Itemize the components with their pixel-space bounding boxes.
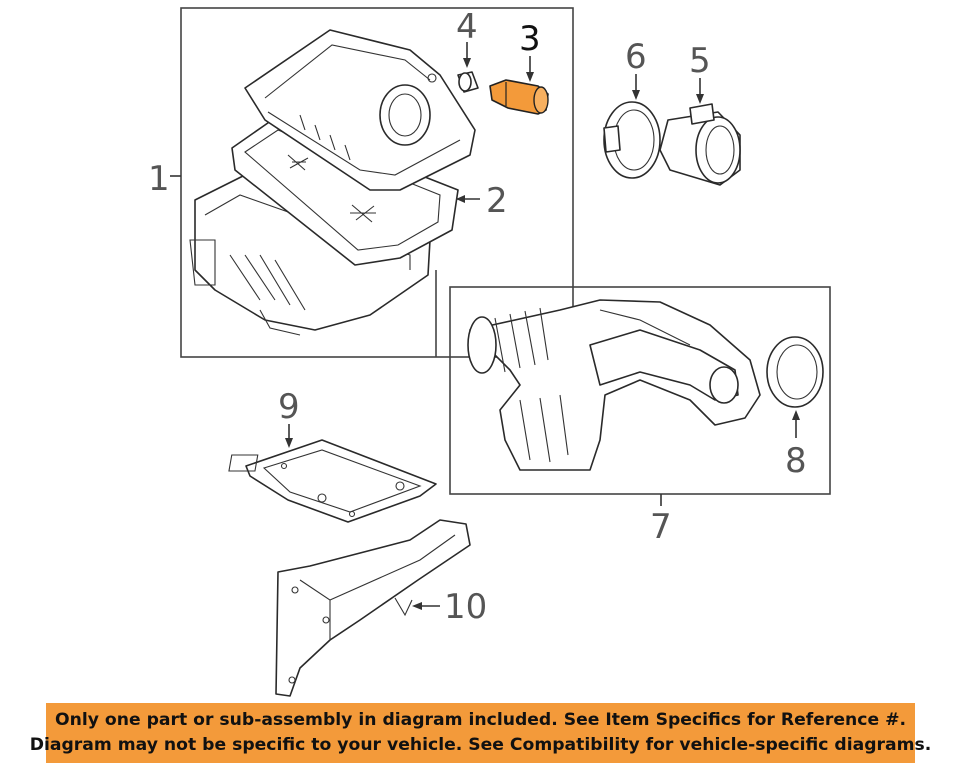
disclaimer-line-1: Only one part or sub-assembly in diagram…: [54, 710, 907, 730]
callout-5: 5: [689, 41, 711, 81]
grommet-part-4: [457, 71, 479, 93]
callout-9: 9: [278, 387, 300, 427]
callout-7: 7: [650, 507, 672, 547]
clamp-part-6: [603, 101, 661, 179]
air-cleaner-group-box: [180, 7, 574, 358]
highlighted-part-3: [489, 79, 549, 115]
bracket-part-10: [275, 519, 471, 697]
disclaimer-banner: Only one part or sub-assembly in diagram…: [30, 703, 931, 763]
leader-lines: [170, 42, 800, 610]
shield-part-9: [228, 439, 437, 523]
disclaimer-line-2: Diagram may not be specific to your vehi…: [29, 735, 932, 755]
sensor-part-5: [659, 103, 741, 186]
callout-2: 2: [486, 181, 508, 221]
coupler-part-8: [766, 336, 824, 408]
callout-8: 8: [785, 441, 807, 481]
callout-10: 10: [444, 587, 487, 627]
callout-6: 6: [625, 37, 647, 77]
intake-duct-group-box: [449, 286, 831, 495]
intake-duct-part-7: [467, 299, 761, 471]
parts-diagram: 1 2 3 4 5 6 7 8 9 10: [148, 7, 831, 697]
callout-3: 3: [519, 19, 541, 59]
air-cleaner-assembly: [189, 29, 476, 336]
callout-4: 4: [456, 7, 478, 47]
callout-1: 1: [148, 159, 170, 199]
